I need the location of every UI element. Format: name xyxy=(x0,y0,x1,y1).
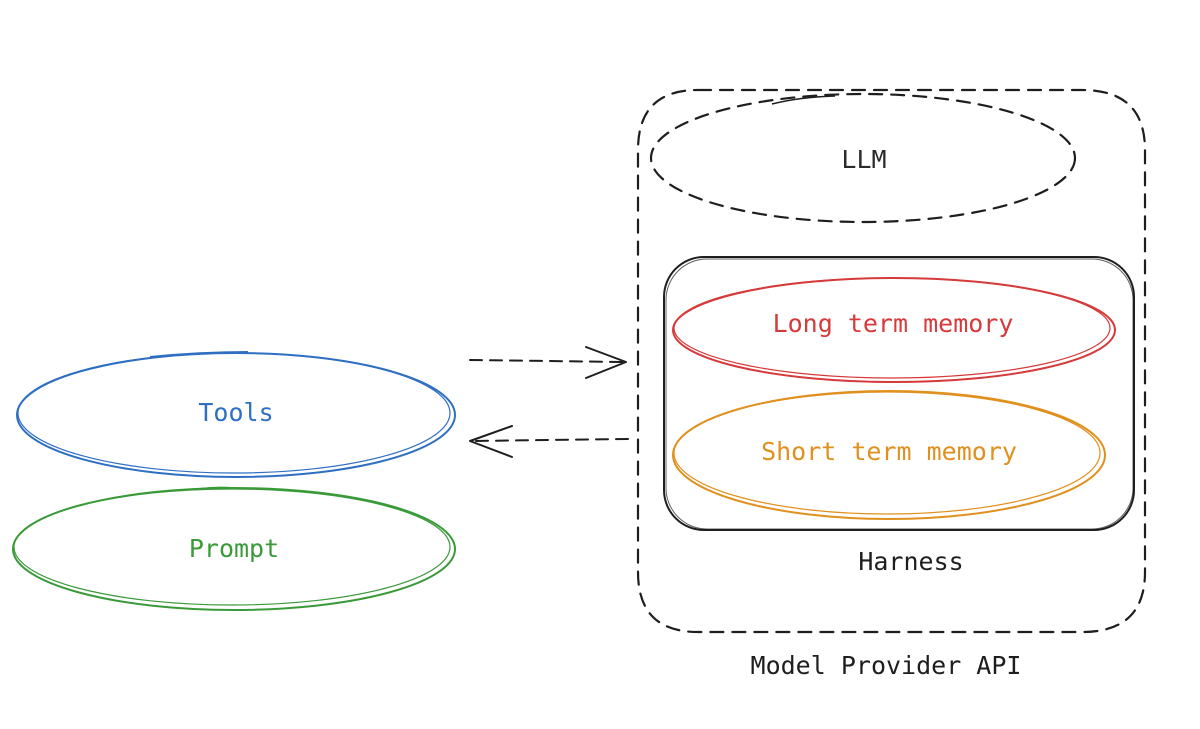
long-term-memory-node: Long term memory xyxy=(672,277,1116,383)
tools-node: Tools xyxy=(16,351,456,478)
short-term-memory-label: Short term memory xyxy=(761,437,1017,466)
arrow-api-to-tools xyxy=(469,425,629,458)
prompt-ellipse-sketch xyxy=(13,488,451,606)
model-provider-api-group: Model Provider API xyxy=(636,88,1147,680)
prompt-ellipse-sketch-tick xyxy=(199,486,233,490)
short-term-memory-node: Short term memory xyxy=(672,390,1106,520)
prompt-node: Prompt xyxy=(12,486,456,611)
llm-label: LLM xyxy=(841,145,886,174)
prompt-label: Prompt xyxy=(189,534,279,563)
arrow-api-to-tools-line xyxy=(471,438,629,442)
tools-ellipse-sketch-tick xyxy=(149,351,249,358)
long-term-memory-label: Long term memory xyxy=(773,309,1014,338)
arrow-api-to-tools-head xyxy=(469,425,513,458)
llm-node: LLM xyxy=(649,92,1077,224)
llm-ellipse xyxy=(649,92,1077,224)
arrow-tools-to-api xyxy=(469,346,627,379)
model-provider-api-border xyxy=(636,88,1147,634)
arrow-tools-to-api-head xyxy=(585,346,627,379)
harness-group: Harness xyxy=(663,256,1135,576)
tools-label: Tools xyxy=(198,398,273,427)
harness-border-sketch xyxy=(665,258,1134,530)
harness-border xyxy=(663,256,1135,531)
short-term-memory-ellipse xyxy=(672,390,1106,520)
harness-label: Harness xyxy=(858,547,963,576)
arrow-tools-to-api-line xyxy=(469,359,625,363)
llm-ellipse-sketch-tick xyxy=(771,95,836,105)
prompt-ellipse xyxy=(12,487,456,611)
long-term-memory-ellipse-sketch xyxy=(673,277,1111,379)
model-provider-api-label: Model Provider API xyxy=(751,651,1022,680)
short-term-memory-ellipse-sketch xyxy=(673,391,1101,515)
